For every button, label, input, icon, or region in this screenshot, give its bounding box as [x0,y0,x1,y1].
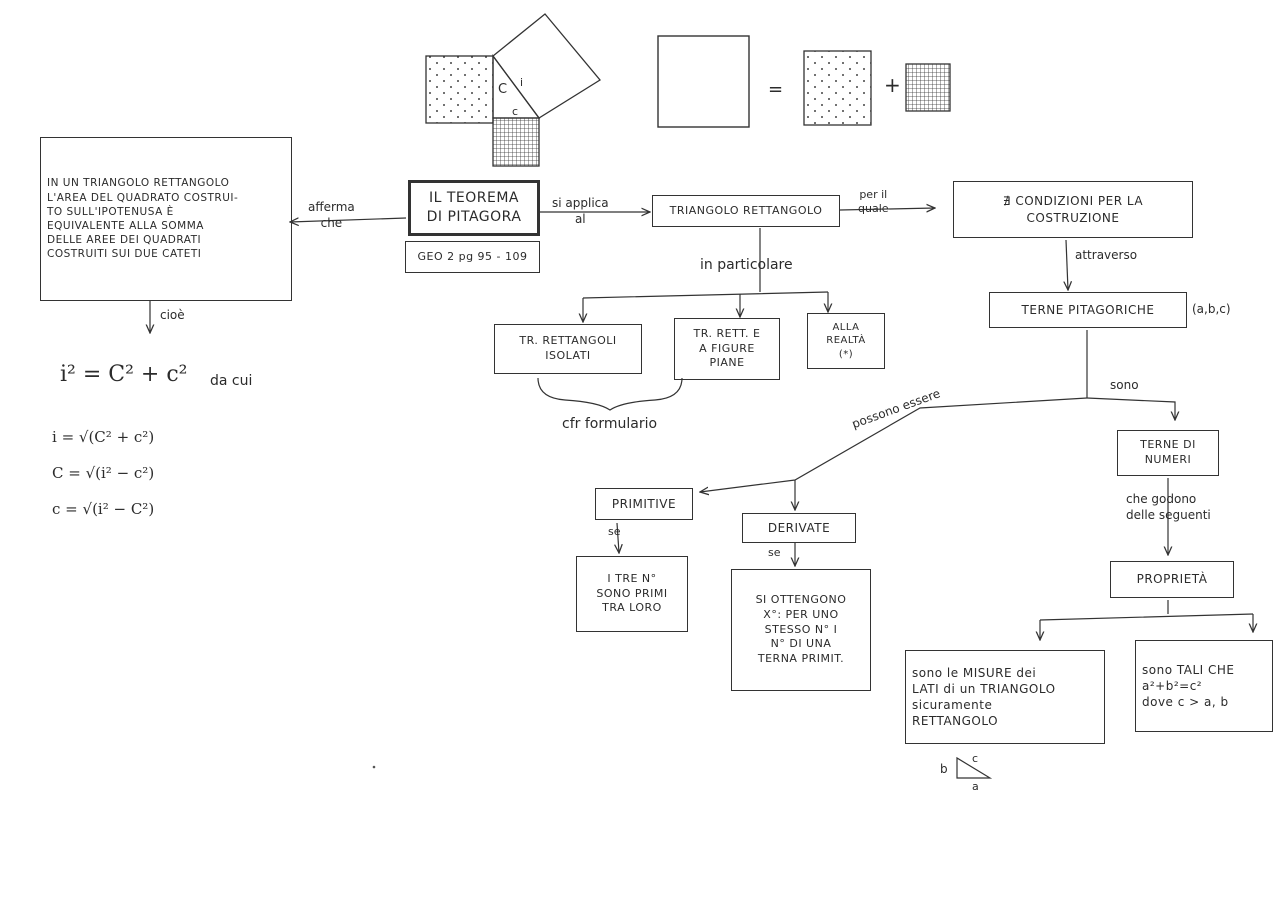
grid-square [905,63,951,112]
edge-possono [700,397,1088,492]
conditions-node[interactable]: ∄ CONDIZIONI PER LA COSTRUZIONE [953,181,1193,238]
pythagoras-figure [425,13,951,167]
formula-leg-C: C = √(i² − c²) [52,464,155,482]
brace [537,377,683,411]
edge-afferma [290,218,407,222]
formula-main: i² = C² + c² [60,362,188,387]
label-cfr-formulario: cfr formulario [562,416,658,432]
theorem-reference: GEO 2 pg 95 - 109 [405,241,540,273]
edge-quale [839,208,935,210]
derived-description[interactable]: SI OTTENGONO X°: PER UNO STESSO N° I N° … [731,569,871,691]
measures-node[interactable]: sono le MISURE dei LATI di un TRIANGOLO … [905,650,1105,744]
isolated-node[interactable]: TR. RETTANGOLI ISOLATI [494,324,642,374]
square-on-leg-c [492,117,540,167]
plus-sign: + [884,73,901,97]
edge-attraverso [1066,239,1068,290]
connectors [150,208,1253,640]
figures-node[interactable]: TR. RETT. E A FIGURE PIANE [674,318,780,380]
reality-node[interactable]: ALLA REALTÀ (*) [807,313,885,369]
dotted-square [803,50,872,126]
formula-leg-c: c = √(i² − C²) [52,500,155,518]
properties-node[interactable]: PROPRIETÀ [1110,561,1234,598]
equals-sign: = [768,79,784,100]
edge-proprieta [1039,600,1254,621]
big-square [657,35,750,128]
square-on-leg-C [425,55,494,124]
primitive-node[interactable]: PRIMITIVE [595,488,693,520]
triples-note: (a,b,c) [1192,302,1231,316]
label-sono: sono [1110,378,1139,392]
numbers-node[interactable]: TERNE DI NUMERI [1117,430,1219,476]
stray-dot [372,765,376,769]
formula-hypotenuse: i = √(C² + c²) [52,428,155,446]
theorem-node[interactable]: IL TEOREMA DI PITAGORA [408,180,540,236]
figure-label-c: c [512,105,519,118]
square-on-hypotenuse [492,13,601,119]
derived-node[interactable]: DERIVATE [742,513,856,543]
small-tri-label-c: c [972,752,979,765]
edge-sono [1086,397,1175,420]
small-tri-label-a: a [972,780,979,793]
figure-label-C: C [498,82,508,97]
label-se-primitive: se [608,525,621,538]
label-che-godono: che godono delle seguenti [1126,492,1211,522]
figure-label-i: i [520,76,524,89]
primitive-description[interactable]: I TRE N° SONO PRIMI TRA LORO [576,556,688,632]
small-tri-label-b: b [940,762,948,776]
label-si-applica-al: si applica al [552,196,609,226]
label-se-derived: se [768,546,781,559]
edge-particolare [582,228,829,299]
label-attraverso: attraverso [1075,248,1138,262]
such-that-node[interactable]: sono TALI CHE a²+b²=c² dove c > a, b [1135,640,1273,732]
label-per-il-quale: per il quale [858,188,889,216]
right-triangle-node[interactable]: TRIANGOLO RETTANGOLO [652,195,840,227]
triples-node[interactable]: TERNE PITAGORICHE [989,292,1187,328]
statement-node[interactable]: IN UN TRIANGOLO RETTANGOLO L'AREA DEL QU… [40,137,292,301]
label-cioe: cioè [160,308,185,322]
label-afferma-che: afferma che [308,200,355,230]
formula-da-cui: da cui [210,373,253,389]
small-right-triangle [956,756,993,779]
label-in-particolare: in particolare [700,257,793,273]
